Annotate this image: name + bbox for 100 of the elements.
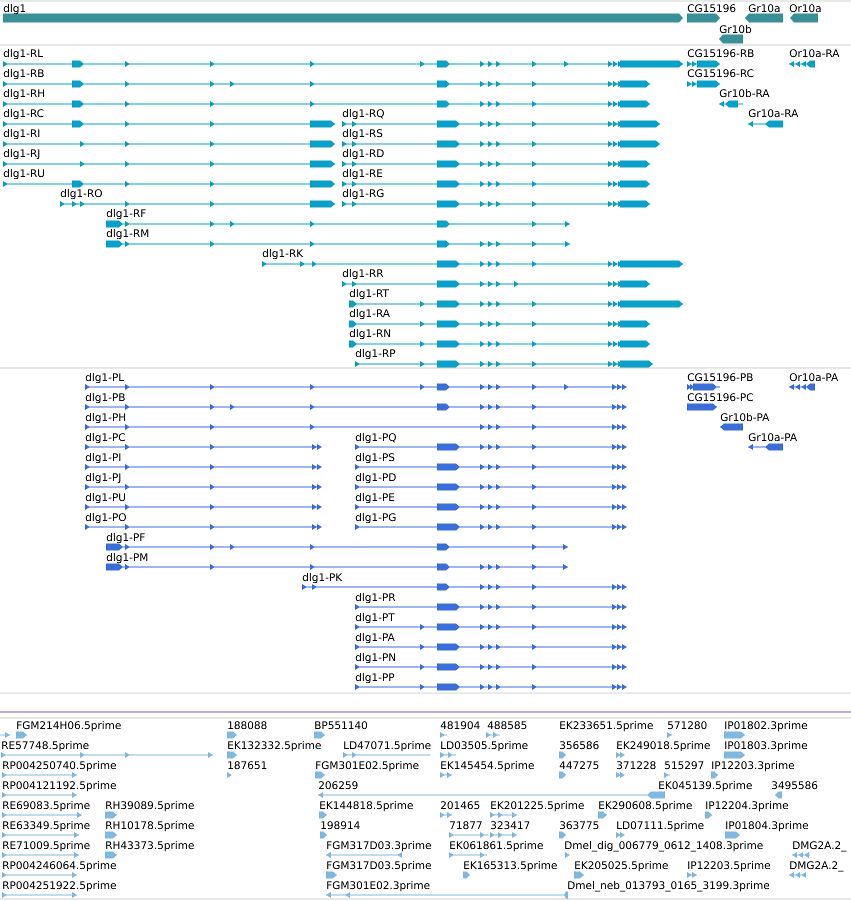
feature-label: 515297 (665, 761, 704, 770)
feature-label: dlg1-RU (4, 169, 44, 180)
feature-label: FGM301E02.3prime (327, 881, 430, 892)
feature-label: EK249018.5prime (617, 741, 710, 752)
feature-label: dlg1-RA (350, 309, 390, 320)
feature-label: dlg1-RF (106, 209, 146, 220)
feature-label: dlg1-PK (302, 573, 342, 584)
feature-label: DMG2A.2_ (790, 861, 844, 872)
feature-label: dlg1-RI (4, 129, 40, 140)
feature-label: RP004250740.5prime (3, 761, 116, 772)
feature-label: dlg1-PD (356, 473, 396, 484)
feature-label: dlg1-RP (356, 349, 396, 360)
feature-label: 206259 (318, 781, 358, 790)
feature-label: RE71009.5prime (3, 841, 90, 852)
feature-label: 363775 (560, 821, 598, 830)
feature-label: 188088 (228, 721, 267, 730)
feature-label: EK145454.5prime (441, 761, 534, 772)
feature-label: dlg1 (4, 4, 26, 14)
feature-label: Dmel_dig_006779_0612_1408.3prime (565, 841, 763, 852)
feature-label: Or10a-PA (790, 373, 838, 382)
feature-label: dlg1-PF (106, 533, 145, 544)
feature-label: dlg1-PT (356, 613, 395, 624)
feature-label: FGM317D03.5prime (327, 861, 431, 872)
feature-label: dlg1-RG (342, 189, 384, 200)
feature-label: Gr10b-PA (720, 413, 770, 422)
feature-label: 3495586 (772, 781, 818, 790)
feature-label: dlg1-PL (86, 373, 124, 384)
feature-label: EK132332.5prime (228, 741, 321, 752)
feature-label: IP01804.3prime (726, 821, 808, 832)
feature-label: EK061861.5prime (450, 841, 543, 852)
feature-label: dlg1-RS (342, 129, 382, 140)
feature-label: CG15196-RB (688, 49, 754, 58)
feature-label: FGM214H06.5prime (17, 721, 121, 732)
feature-label: RP004121192.5prime (3, 781, 116, 792)
feature-label: dlg1-RM (106, 229, 148, 240)
feature-label: EK201225.5prime (491, 801, 584, 812)
feature-label: Gr10a-RA (748, 109, 798, 118)
feature-label: Gr10b (720, 25, 752, 34)
feature-label: dlg1-PJ (86, 473, 120, 484)
feature-label: dlg1-RB (4, 69, 44, 80)
feature-label: IP01803.3prime (725, 741, 808, 752)
feature-label: 323417 (491, 821, 530, 830)
feature-label: BP551140 (315, 721, 368, 730)
feature-label: RH43373.5prime (106, 841, 194, 852)
feature-label: dlg1-PU (86, 493, 126, 504)
feature-label: EK045139.5prime (659, 781, 752, 792)
feature-label: dlg1-RD (342, 149, 384, 160)
feature-label: IP01802.3prime (725, 721, 808, 732)
feature-label: RE57748.5prime (2, 741, 89, 752)
feature-label: EK144818.5prime (320, 801, 413, 812)
feature-label: dlg1-RR (342, 269, 384, 280)
feature-label: LD07111.5prime (617, 821, 704, 832)
feature-label: dlg1-RE (342, 169, 382, 180)
feature-label: dlg1-RL (4, 49, 43, 60)
feature-label: RP004251922.5prime (3, 881, 116, 892)
feature-label: DMG2A.2_ (793, 841, 847, 852)
feature-label: dlg1-RJ (4, 149, 40, 160)
feature-label: Gr10a-PA (748, 433, 797, 442)
feature-label: dlg1-PH (86, 413, 126, 424)
feature-label: RH39089.5prime (106, 801, 194, 812)
feature-label: dlg1-PQ (356, 433, 396, 444)
feature-label: dlg1-RH (4, 89, 44, 100)
feature-label: dlg1-PI (86, 453, 120, 464)
feature-label: dlg1-RT (350, 289, 389, 300)
feature-label: IP12203.5prime (688, 861, 770, 872)
feature-label: dlg1-PG (356, 513, 396, 524)
feature-label: 201465 (440, 801, 480, 810)
feature-label: RH10178.5prime (106, 821, 194, 832)
feature-label: 356586 (560, 741, 599, 750)
feature-label: dlg1-PP (356, 673, 394, 684)
feature-label: Gr10b-RA (720, 89, 770, 98)
feature-label: 488585 (488, 721, 526, 730)
feature-label: dlg1-PS (356, 453, 394, 464)
feature-label: IP12203.3prime (712, 761, 794, 772)
feature-label: FGM301E02.5prime (316, 761, 418, 772)
feature-label: dlg1-RQ (342, 109, 384, 120)
feature-label: dlg1-RK (262, 249, 304, 260)
feature-label: dlg1-PR (356, 593, 396, 604)
feature-label: dlg1-RN (350, 329, 390, 340)
feature-label: IP12204.3prime (706, 801, 788, 812)
feature-label: CG15196-RC (688, 69, 754, 78)
feature-label: 571280 (668, 721, 707, 730)
feature-label: 481904 (440, 721, 480, 730)
feature-label: EK290608.5prime (599, 801, 692, 812)
feature-label: Or10a-RA (790, 49, 840, 58)
feature-label: dlg1-PO (86, 513, 126, 524)
feature-label: dlg1-PM (106, 553, 148, 564)
feature-label: 371228 (617, 761, 656, 770)
feature-label: dlg1-PN (356, 653, 396, 664)
feature-label: dlg1-PB (86, 393, 125, 404)
feature-label: Or10a (790, 4, 821, 12)
feature-label: CG15196-PC (688, 393, 753, 402)
feature-label: dlg1-PE (356, 493, 394, 504)
feature-label: RP004246064.5prime (3, 861, 116, 872)
feature-label: FGM317D03.3prime (327, 841, 431, 852)
feature-label: LD03505.5prime (441, 741, 528, 752)
feature-label: CG15196-PB (688, 373, 753, 382)
feature-label: 447275 (560, 761, 598, 770)
feature-label: RE63349.5prime (3, 821, 90, 832)
feature-label: dlg1-PA (356, 633, 395, 644)
